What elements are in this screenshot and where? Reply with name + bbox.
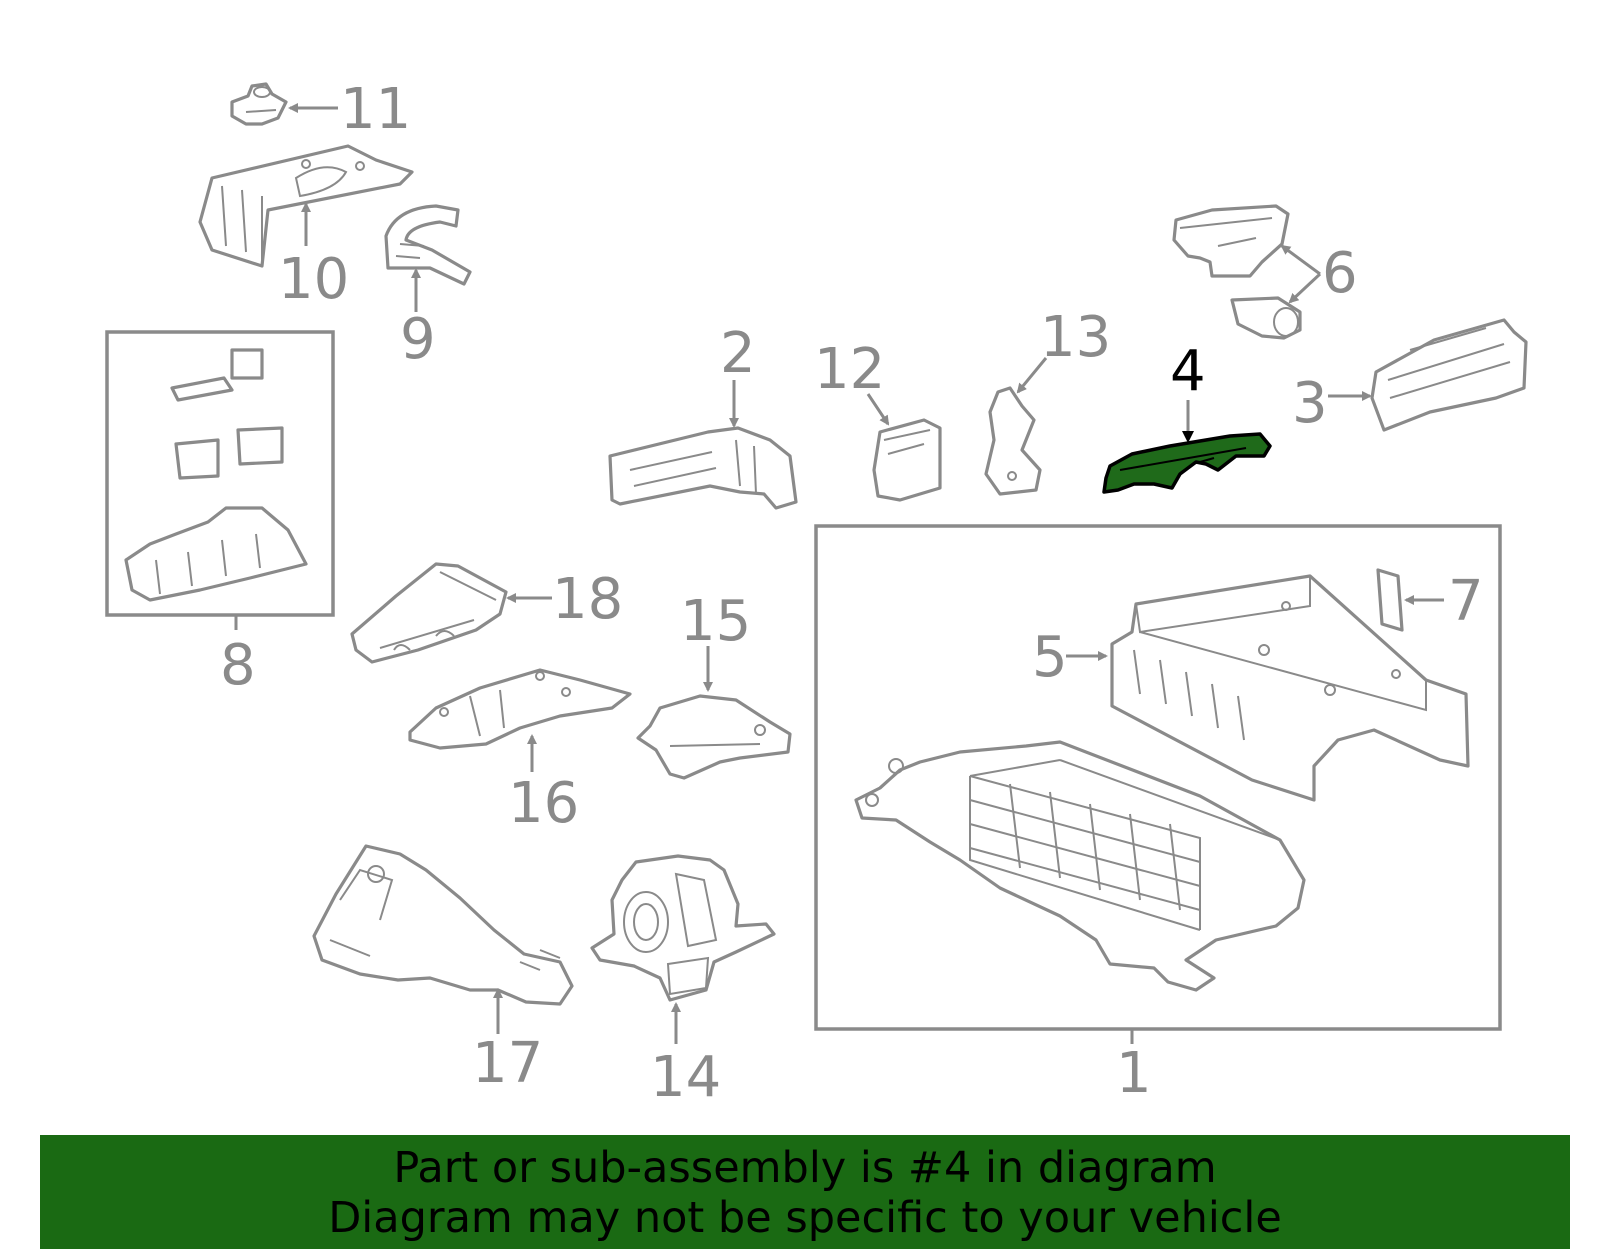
part-10[interactable]: [198, 144, 414, 268]
part-17[interactable]: [312, 844, 574, 1006]
callout-13[interactable]: 13: [1040, 305, 1111, 370]
callout-1[interactable]: 1: [1116, 1041, 1152, 1106]
part-6[interactable]: [1172, 204, 1302, 340]
callout-6[interactable]: 6: [1322, 241, 1358, 306]
callout-9[interactable]: 9: [400, 307, 436, 372]
callout-10[interactable]: 10: [278, 247, 349, 312]
callout-3[interactable]: 3: [1292, 371, 1328, 436]
callout-15[interactable]: 15: [680, 589, 751, 654]
callout-11[interactable]: 11: [340, 77, 411, 142]
info-banner: Part or sub-assembly is #4 in diagram Di…: [40, 1135, 1570, 1249]
callout-2[interactable]: 2: [720, 321, 756, 386]
part-1-box[interactable]: [814, 524, 1502, 1031]
callout-5[interactable]: 5: [1032, 625, 1068, 690]
part-8-box[interactable]: [105, 330, 335, 617]
part-4-highlighted[interactable]: [1102, 432, 1272, 494]
callout-18[interactable]: 18: [552, 567, 623, 632]
banner-line-2: Diagram may not be specific to your vehi…: [328, 1193, 1282, 1243]
callout-8[interactable]: 8: [220, 633, 256, 698]
callout-4[interactable]: 4: [1170, 339, 1206, 404]
callout-14[interactable]: 14: [650, 1045, 721, 1110]
part-9[interactable]: [384, 204, 472, 286]
callout-7[interactable]: 7: [1448, 569, 1484, 634]
part-14[interactable]: [590, 854, 776, 1002]
part-3[interactable]: [1370, 318, 1528, 432]
part-12[interactable]: [872, 418, 942, 502]
callout-16[interactable]: 16: [508, 771, 579, 836]
part-13[interactable]: [984, 386, 1042, 496]
part-16[interactable]: [408, 668, 632, 750]
callout-17[interactable]: 17: [472, 1031, 543, 1096]
part-11[interactable]: [230, 82, 288, 126]
part-18[interactable]: [350, 562, 508, 664]
callout-12[interactable]: 12: [814, 337, 885, 402]
part-15[interactable]: [636, 694, 792, 780]
part-2[interactable]: [608, 426, 798, 510]
banner-line-1: Part or sub-assembly is #4 in diagram: [393, 1143, 1217, 1193]
